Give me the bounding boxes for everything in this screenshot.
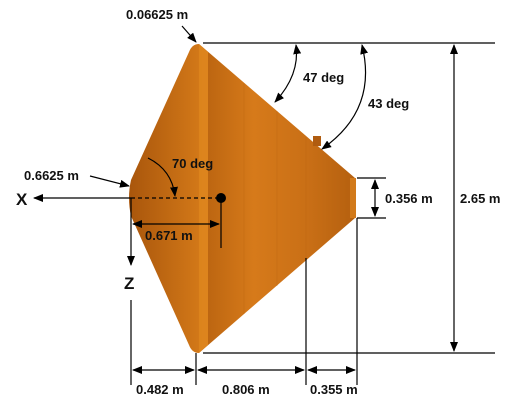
capsule-body <box>129 44 356 353</box>
diameter-label: 2.65 m <box>460 191 500 206</box>
cg-offset-label: 0.671 m <box>145 228 193 243</box>
shoulder-radius-arrow <box>181 25 197 43</box>
capsule-base <box>350 178 356 218</box>
cone-angle-label: 70 deg <box>172 156 213 171</box>
len-backshell-label: 0.806 m <box>222 382 270 397</box>
cone-angle-arc <box>147 157 178 197</box>
backshell-fitting <box>313 136 321 146</box>
angle-43-arc <box>321 44 369 150</box>
nose-radius-arrow <box>89 175 130 188</box>
len-nose-label: 0.482 m <box>136 382 184 397</box>
angle-47-label: 47 deg <box>303 70 344 85</box>
z-axis-label: Z <box>124 274 134 293</box>
len-rear-label: 0.355 m <box>310 382 358 397</box>
nose-radius-label: 0.6625 m <box>24 168 79 183</box>
angle-43-label: 43 deg <box>368 96 409 111</box>
x-axis-label: X <box>16 190 28 209</box>
shoulder-radius-label: 0.06625 m <box>126 7 188 22</box>
angle-47-arc <box>274 44 302 103</box>
capsule-heatshield <box>129 44 199 353</box>
base-height-label: 0.356 m <box>385 191 433 206</box>
